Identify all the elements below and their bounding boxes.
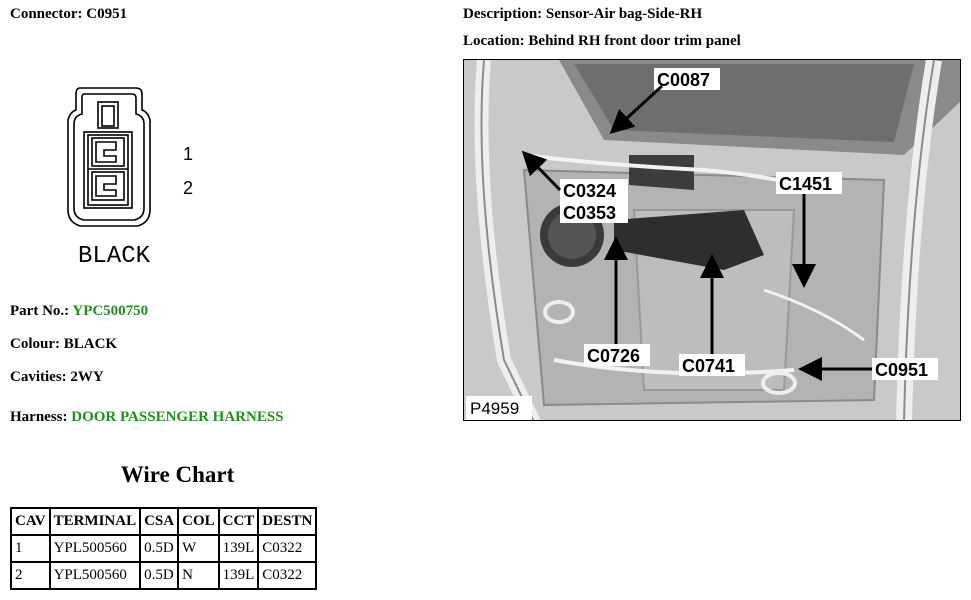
callout-c0741: C0741: [682, 356, 735, 376]
wire-chart-title: Wire Chart: [120, 462, 235, 487]
header-cct: CCT: [217, 507, 260, 536]
callout-c0726: C0726: [587, 346, 640, 366]
pin-2-label: 2: [183, 178, 193, 198]
cavities-line: Cavities: 2WY: [10, 369, 104, 385]
header-cav: CAV: [10, 507, 51, 536]
location-value: Behind RH front door trim panel: [528, 33, 741, 49]
cell-cct: 139L: [217, 561, 260, 590]
cell-destn: C0322: [257, 561, 318, 590]
pin-1-label: 1: [183, 144, 193, 164]
callout-c0951: C0951: [875, 360, 928, 380]
part-number-line: Part No.: YPC500750: [10, 303, 149, 319]
cell-cav: 2: [10, 561, 51, 590]
part-number-link[interactable]: YPC500750: [72, 303, 149, 319]
wire-chart-header-row: CAV TERMINAL CSA COL CCT DESTN: [10, 507, 318, 536]
location-photo: C0087 C0324 C0353 C1451 C0726 C0741 C095…: [463, 59, 961, 421]
cell-csa: 0.5D: [139, 534, 180, 563]
cell-cav: 1: [10, 534, 51, 563]
cell-cct: 139L: [217, 534, 260, 563]
header-csa: CSA: [139, 507, 180, 536]
header-terminal: TERMINAL: [48, 507, 142, 536]
harness-line: Harness: DOOR PASSENGER HARNESS: [10, 409, 284, 425]
colour-value: BLACK: [63, 336, 118, 352]
door-panel-illustration: C0087 C0324 C0353 C1451 C0726 C0741 C095…: [464, 60, 960, 420]
cell-destn: C0322: [257, 534, 318, 563]
table-row: 2 YPL500560 0.5D N 139L C0322: [10, 561, 318, 590]
header-col: COL: [177, 507, 220, 536]
location-label: Location: Behind RH front door trim pane…: [463, 33, 741, 49]
table-row: 1 YPL500560 0.5D W 139L C0322: [10, 534, 318, 563]
description-label: Description: Sensor-Air bag-Side-RH: [463, 6, 703, 22]
connector-face-diagram: 1 2 BLACK: [67, 87, 193, 270]
connector-color-label: BLACK: [78, 243, 151, 270]
photo-reference-tag: P4959: [470, 399, 519, 418]
callout-c0087: C0087: [657, 70, 710, 90]
wire-chart-table: CAV TERMINAL CSA COL CCT DESTN 1 YPL5005…: [10, 507, 318, 590]
connector-id: C0951: [86, 6, 128, 22]
cell-col: N: [177, 561, 220, 590]
cavities-value: 2WY: [70, 369, 104, 385]
cell-terminal: YPL500560: [48, 561, 142, 590]
cell-col: W: [177, 534, 220, 563]
cell-terminal: YPL500560: [48, 534, 142, 563]
description-value: Sensor-Air bag-Side-RH: [545, 6, 703, 22]
header-destn: DESTN: [257, 507, 318, 536]
harness-link[interactable]: DOOR PASSENGER HARNESS: [71, 409, 284, 425]
callout-c0324: C0324: [563, 181, 616, 201]
cell-csa: 0.5D: [139, 561, 180, 590]
colour-line: Colour: BLACK: [10, 336, 118, 352]
callout-c1451: C1451: [779, 174, 832, 194]
callout-c0353: C0353: [563, 203, 616, 223]
connector-label: Connector: C0951: [10, 6, 128, 22]
